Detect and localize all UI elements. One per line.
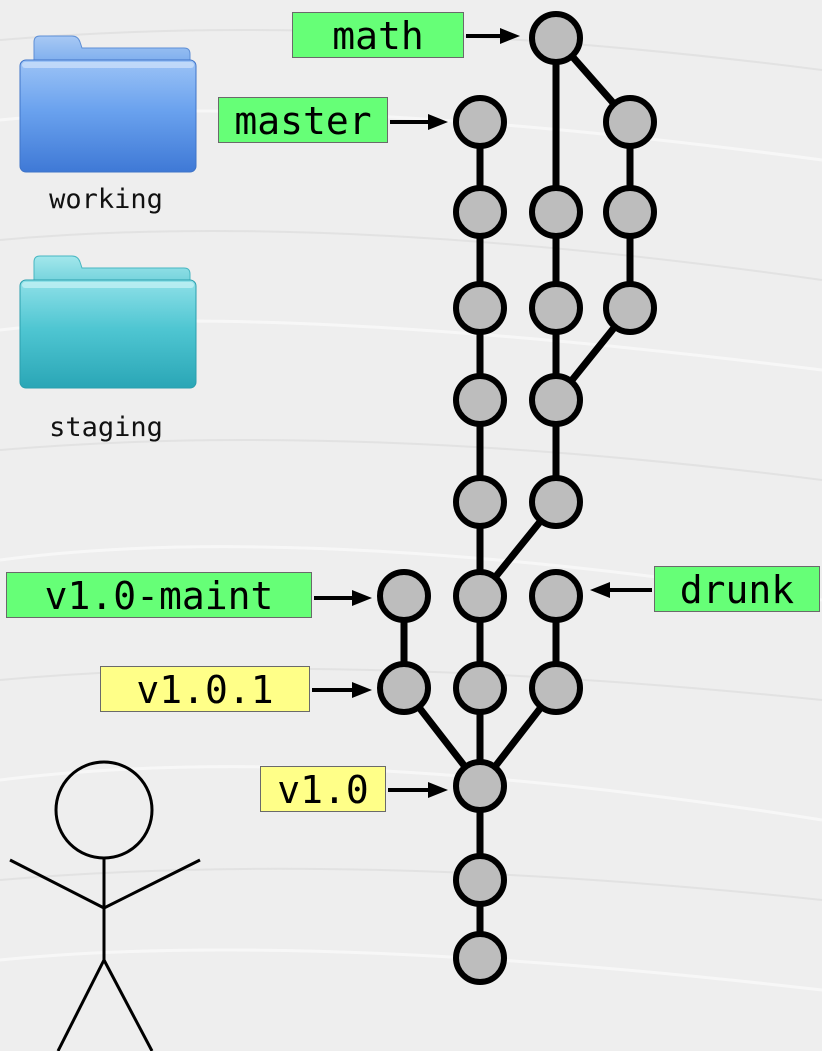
ref-arrow-icon — [590, 582, 652, 598]
ref-arrow-icon — [466, 28, 520, 44]
commit-node[interactable] — [529, 185, 583, 239]
commit-node[interactable] — [529, 373, 583, 427]
commit-node[interactable] — [603, 185, 657, 239]
commit-node[interactable] — [453, 853, 507, 907]
ref-arrow-icon — [388, 782, 448, 798]
branch-label-v1-0-maint[interactable]: v1.0-maint — [6, 572, 312, 618]
commit-node[interactable] — [603, 281, 657, 335]
commit-node[interactable] — [453, 95, 507, 149]
working-folder-icon — [19, 35, 197, 173]
commit-node[interactable] — [453, 281, 507, 335]
commit-node[interactable] — [453, 475, 507, 529]
tag-label-v1-0-1[interactable]: v1.0.1 — [100, 666, 310, 712]
commit-node[interactable] — [453, 373, 507, 427]
branch-label-master[interactable]: master — [218, 97, 388, 143]
staging-folder-icon — [19, 255, 197, 389]
tag-label-v1-0[interactable]: v1.0 — [260, 766, 386, 812]
branch-label-math[interactable]: math — [292, 12, 464, 58]
commit-node[interactable] — [529, 11, 583, 65]
commit-node[interactable] — [377, 661, 431, 715]
commit-node[interactable] — [377, 569, 431, 623]
commit-node[interactable] — [603, 95, 657, 149]
commit-node[interactable] — [529, 475, 583, 529]
staging-label: staging — [49, 412, 163, 443]
commit-node[interactable] — [453, 185, 507, 239]
ref-arrow-icon — [314, 590, 372, 606]
commit-node[interactable] — [453, 661, 507, 715]
commit-node[interactable] — [529, 569, 583, 623]
commit-node[interactable] — [453, 569, 507, 623]
commit-node[interactable] — [453, 759, 507, 813]
stick-figure-icon — [9, 760, 201, 1051]
working-label: working — [49, 184, 163, 215]
commit-node[interactable] — [529, 281, 583, 335]
ref-arrow-icon — [390, 114, 448, 130]
ref-arrow-icon — [312, 682, 372, 698]
commit-node[interactable] — [529, 661, 583, 715]
branch-label-drunk[interactable]: drunk — [654, 566, 820, 612]
commit-node[interactable] — [453, 931, 507, 985]
